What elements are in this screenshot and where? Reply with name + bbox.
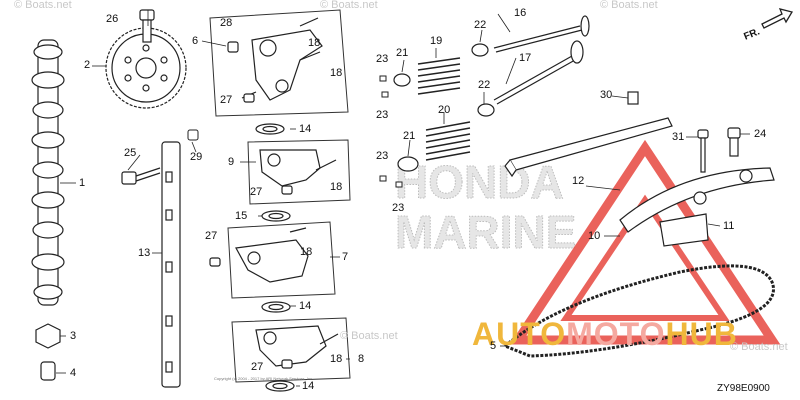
callout-27: 27 [220,94,233,106]
timing-chain [502,264,775,358]
shaft-pin [187,129,199,141]
callout-11: 11 [723,220,735,232]
chain-tensioner [619,167,775,247]
camshaft [31,39,65,306]
watermark-triangle [509,139,781,345]
callout-17: 17 [519,52,532,64]
sprocket-bolt [139,9,155,43]
site-watermark: © Boats.net [600,0,658,11]
rocker-shaft [161,141,181,388]
spring-retainers [393,43,495,172]
callout-23: 23 [392,202,405,214]
callout-23: 23 [376,150,389,162]
cam-sprocket [105,27,187,109]
callout-14: 14 [302,380,315,392]
leader-lines [56,10,750,387]
callout-12: 12 [572,175,585,187]
callout-27: 27 [251,361,264,373]
callout-13: 13 [138,247,151,259]
callout-26: 26 [106,13,119,25]
callout-30: 30 [600,89,613,101]
callout-10: 10 [588,230,601,242]
callout-18: 18 [300,246,313,258]
callout-18: 18 [330,353,343,365]
callout-19: 19 [430,35,443,47]
callout-15: 15 [235,210,248,222]
callout-18: 18 [330,181,343,193]
callout-27: 27 [250,186,263,198]
brand-logo-part: AUTO [472,316,567,352]
valve-cotters [379,75,403,188]
site-watermark: © Boats.net [340,330,398,342]
callout-18: 18 [330,67,343,79]
callout-5: 5 [490,340,497,352]
callout-14: 14 [299,300,312,312]
front-arrow-icon [761,8,794,29]
callout-1: 1 [79,177,86,189]
callout-14: 14 [299,123,312,135]
callout-9: 9 [228,156,235,168]
callout-27: 27 [205,230,218,242]
callout-4: 4 [70,367,77,379]
washers [255,123,295,392]
callout-22: 22 [478,79,491,91]
site-watermark: © Boats.net [14,0,72,11]
callout-7: 7 [342,251,349,263]
cam-bearing [35,323,61,381]
callout-21: 21 [396,47,409,59]
callout-21: 21 [403,130,416,142]
callout-22: 22 [474,19,487,31]
chain-guide [504,91,673,178]
valves [493,15,590,105]
valve-springs [417,57,471,161]
callout-18: 18 [308,37,321,49]
callout-31: 31 [672,131,685,143]
callout-23: 23 [376,53,389,65]
tensioner-bolts [697,127,741,173]
callout-29: 29 [190,151,203,163]
svg-text:MARINE: MARINE [395,206,576,258]
rocker-arm-7 [209,227,309,283]
callout-20: 20 [438,104,451,116]
rocker-arm-6 [227,17,323,103]
callout-24: 24 [754,128,767,140]
site-watermark: © Boats.net [730,341,788,353]
rocker-arm-9 [259,149,337,195]
group-frames [209,9,351,383]
faint-logo-text: HONDA MARINE [395,156,577,259]
diagram-code: ZY98E0900 [717,383,770,394]
callout-16: 16 [514,7,527,19]
callout-2: 2 [84,59,91,71]
shaft-bolt [121,167,161,185]
brand-logo-part: HUB [665,316,738,352]
callout-25: 25 [124,147,137,159]
rocker-arm-8 [255,325,339,369]
site-watermark: © Boats.net [320,0,378,11]
callout-8: 8 [358,353,365,365]
callout-28: 28 [220,17,233,29]
brand-logo-part: MOTO [566,316,666,352]
callout-23: 23 [376,109,389,121]
copyright-note: Copyright (c) 2004 - 2017 by ARI Network… [214,376,314,381]
callout-6: 6 [192,35,199,47]
callout-3: 3 [70,330,77,342]
brand-logo: AUTOMOTOHUB [472,318,738,350]
